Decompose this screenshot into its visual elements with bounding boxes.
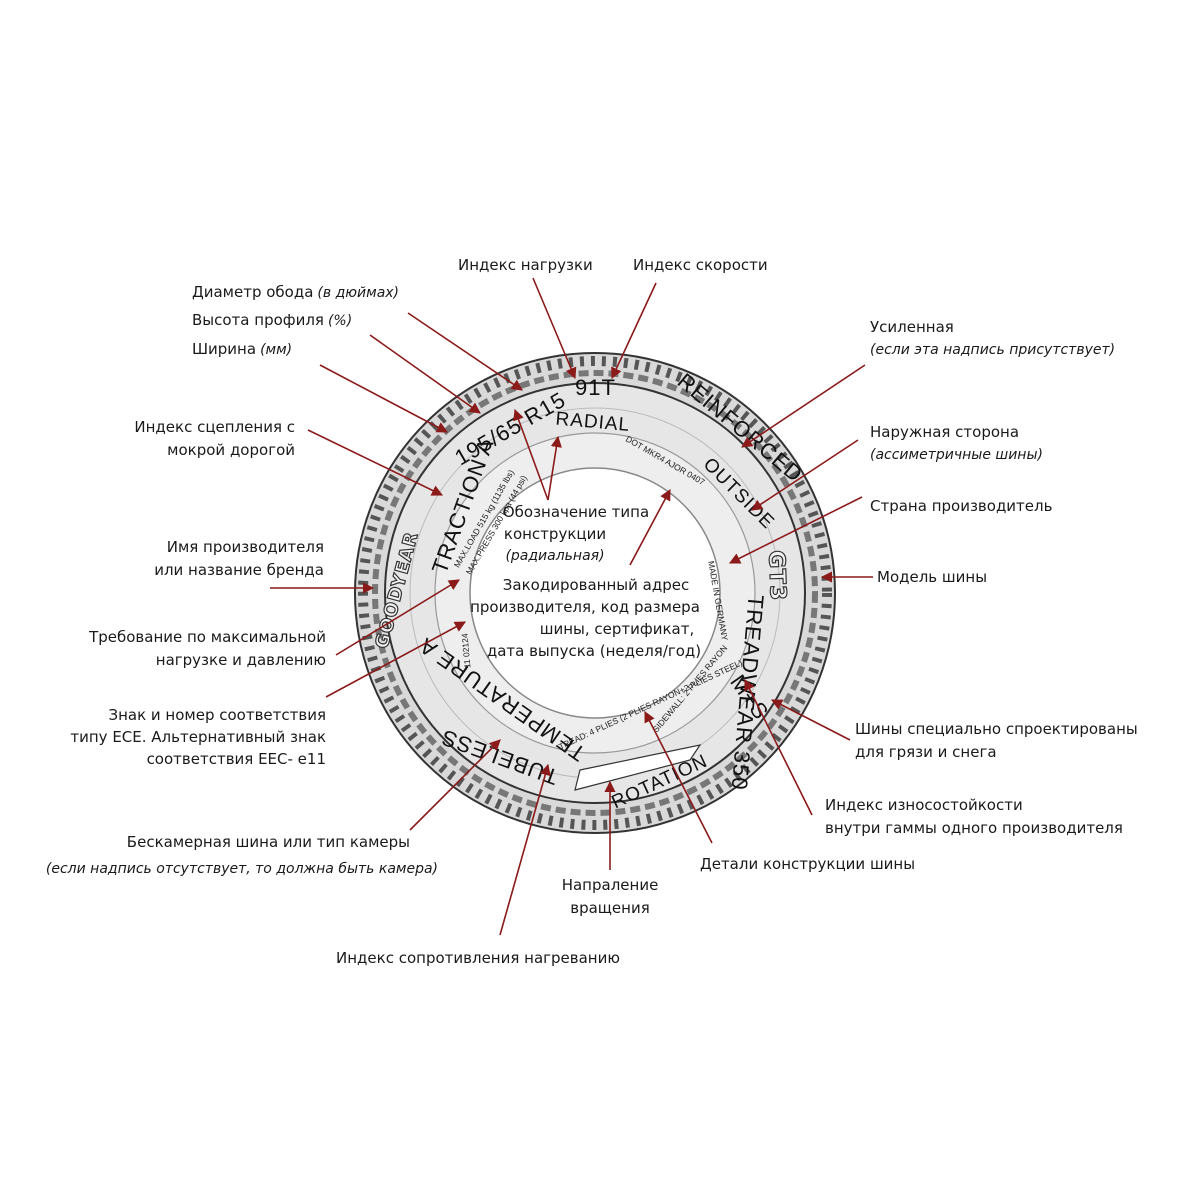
arrow-profile-height [369, 334, 481, 414]
arrow-mud-snow [771, 699, 851, 741]
label-radial-2: конструкции [504, 525, 606, 543]
label-country: Страна производитель [870, 497, 1052, 515]
label-max-load-1: Требование по максимальной [88, 628, 326, 646]
arrow-country [728, 496, 863, 564]
label-outside-1: Наружная сторона [870, 423, 1019, 441]
arrow-heat-resistance [499, 763, 551, 936]
label-speed-index: Индекс скорости [633, 256, 768, 274]
label-wet-grip-2: мокрой дорогой [167, 441, 295, 459]
arrow-treadwear [744, 678, 813, 816]
label-rotation-2: вращения [570, 899, 650, 917]
tire-ece: 11 02124 [459, 633, 472, 669]
arrow-radial-2 [547, 435, 562, 501]
label-dot-3: шины, сертификат, [540, 620, 694, 638]
label-mud-snow-2: для грязи и снега [855, 743, 997, 761]
label-ece-1: Знак и номер соответствия [108, 706, 326, 724]
label-dot-4: дата выпуска (неделя/год) [487, 642, 701, 660]
label-model: Модель шины [877, 568, 987, 586]
label-heat-resistance: Индекс сопротивления нагреванию [336, 949, 620, 967]
arrow-radial-1 [513, 408, 549, 501]
arrow-outside [751, 439, 859, 511]
label-reinforced-2: (если эта надпись присутствует) [870, 342, 1115, 358]
label-radial-3: (радиальная) [505, 548, 604, 564]
label-wet-grip-1: Индекс сцепления с [134, 418, 295, 436]
arrow-speed-index [611, 282, 657, 380]
label-rim-diameter: Диаметр обода(в дюймах) [192, 283, 399, 301]
tire [354, 352, 836, 834]
label-reinforced-1: Усиленная [870, 318, 954, 336]
label-radial-1: Обозначение типа [503, 503, 649, 521]
arrow-reinforced [741, 364, 866, 448]
label-mud-snow-1: Шины специально спроектированы [855, 720, 1138, 738]
arrow-load-index [532, 277, 577, 380]
callout-labels: Индекс нагрузки Индекс скорости Диаметр … [46, 256, 1138, 967]
label-width: Ширина(мм) [192, 340, 292, 358]
arrow-ece [325, 621, 466, 698]
label-dot-1: Закодированный адрес [503, 576, 689, 594]
label-max-load-2: нагрузке и давлению [156, 651, 326, 669]
rotation-arrow [574, 744, 702, 791]
arrow-max-load [335, 579, 460, 656]
tire-tread-pattern-inner [372, 370, 818, 816]
arrow-width [319, 364, 448, 433]
label-profile-height: Высота профиля(%) [192, 311, 352, 329]
label-tubeless-1: Бескамерная шина или тип камеры [127, 833, 410, 851]
label-construction: Детали конструкции шины [700, 855, 915, 873]
arrow-rim-diameter [407, 312, 523, 391]
label-brand-1: Имя производителя [167, 538, 324, 556]
arrow-tubeless [409, 739, 501, 831]
label-treadwear-2: внутри гаммы одного производителя [825, 819, 1123, 837]
label-ece-3: соответствия EEC- e11 [147, 750, 326, 768]
rim-opening [469, 467, 721, 719]
tire-model: GT3 [763, 550, 790, 602]
label-ece-2: типу ECE. Альтернативный знак [70, 728, 326, 746]
arrow-wet-grip [307, 429, 444, 496]
label-treadwear-1: Индекс износостойкости [825, 796, 1023, 814]
label-rotation-1: Напраление [562, 876, 659, 894]
callout-arrows [270, 277, 873, 936]
arrow-construction [644, 711, 713, 844]
arrow-dot [629, 489, 671, 566]
label-outside-2: (ассиметричные шины) [870, 447, 1043, 463]
tire-load-speed: 91T [575, 375, 616, 400]
label-tubeless-2: (если надпись отсутствует, то должна быт… [46, 861, 438, 877]
label-load-index: Индекс нагрузки [458, 256, 593, 274]
label-brand-2: или название бренда [154, 561, 324, 579]
label-dot-2: производителя, код размера [470, 598, 700, 616]
